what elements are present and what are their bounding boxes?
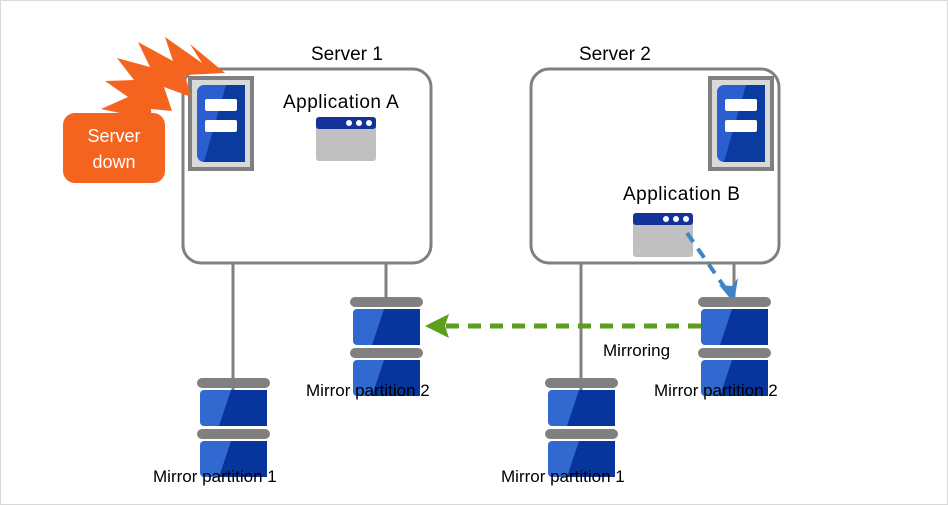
server2-mirror-partition-1-label: Mirror partition 1 bbox=[501, 467, 625, 486]
disk-stack-icon bbox=[350, 297, 423, 396]
server1-mirror-partition-2-label: Mirror partition 2 bbox=[306, 381, 430, 400]
server-icon bbox=[708, 76, 774, 171]
server1-title: Server 1 bbox=[311, 44, 383, 65]
server2-title: Server 2 bbox=[579, 44, 651, 65]
disk-stack-icon bbox=[197, 378, 270, 477]
server1-connectors bbox=[231, 263, 388, 397]
application-window-icon bbox=[633, 213, 693, 257]
arrow-down-dashed-icon bbox=[685, 231, 738, 303]
server-down-badge-text-wrap: Server down bbox=[63, 113, 165, 183]
server-icon bbox=[188, 76, 254, 171]
server2-mirror-partition-2-label: Mirror partition 2 bbox=[654, 381, 778, 400]
application-a-label: Application A bbox=[283, 92, 400, 113]
server1-mirror-partition-1-label: Mirror partition 1 bbox=[153, 467, 277, 486]
server-down-label-line2: down bbox=[92, 152, 136, 172]
arrow-left-dashed-icon bbox=[425, 314, 701, 338]
application-b-label: Application B bbox=[623, 184, 741, 205]
mirroring-label: Mirroring bbox=[603, 341, 671, 360]
server-down-label-line1: Server bbox=[87, 126, 141, 146]
application-window-icon bbox=[316, 117, 376, 161]
server-down-badge bbox=[63, 113, 165, 183]
disk-stack-icon bbox=[698, 297, 771, 396]
disk-stack-icon bbox=[545, 378, 618, 477]
